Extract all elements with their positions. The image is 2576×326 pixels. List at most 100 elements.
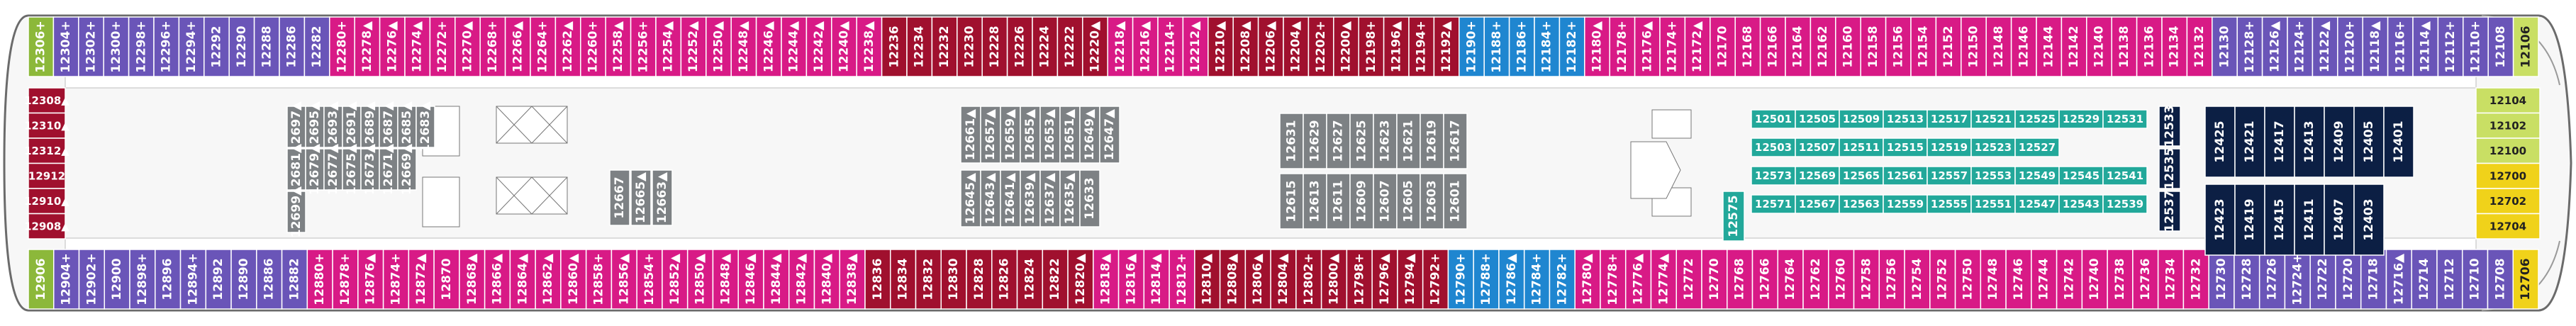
interior-aft-cabin[interactable]: 12663▲ [652, 169, 673, 226]
interior-right-cabin[interactable]: 12411 [2294, 184, 2325, 256]
top-row-cabin[interactable]: 12226 [1006, 16, 1033, 77]
bottom-row-cabin[interactable]: 12804▲ [1270, 249, 1297, 310]
interior-center-cabin[interactable]: 12609 [1349, 173, 1374, 230]
top-row-cabin[interactable]: 12144 [2036, 16, 2063, 77]
bottom-row-cabin[interactable]: 12794▲ [1397, 249, 1424, 310]
bottom-row-cabin[interactable]: 12850▲ [686, 249, 714, 310]
bottom-row-cabin[interactable]: 12880+ [306, 249, 333, 310]
top-row-cabin[interactable]: 12112+ [2437, 16, 2464, 77]
interior-center-cabin[interactable]: 12619 [1420, 113, 1444, 169]
interior-center-cabin[interactable]: 12625 [1349, 113, 1374, 169]
interior-aft-cabin[interactable]: 12665▲ [630, 169, 652, 226]
bottom-row-cabin[interactable]: 12774▲ [1650, 249, 1677, 310]
interior-center-cabin[interactable]: 12629 [1303, 113, 1327, 169]
bottom-row-cabin[interactable]: 12778+ [1600, 249, 1627, 310]
bottom-row-cabin[interactable]: 12868▲ [459, 249, 486, 310]
interior-teal-cabin[interactable]: 12553 [1970, 166, 2016, 186]
interior-right-cabin[interactable]: 12401 [2383, 106, 2414, 178]
interior-mid-cabin[interactable]: 12655▲ [1020, 106, 1041, 164]
top-row-cabin[interactable]: 12276▲ [379, 16, 406, 77]
top-row-cabin[interactable]: 12224 [1032, 16, 1059, 77]
top-row-cabin[interactable]: 12194+ [1408, 16, 1435, 77]
interior-aft-cabin[interactable]: 12667 [609, 169, 630, 226]
bottom-row-cabin[interactable]: 12816▲ [1117, 249, 1145, 310]
bottom-row-cabin[interactable]: 12844▲ [763, 249, 790, 310]
interior-right-cabin[interactable]: 12405 [2353, 106, 2385, 178]
left-column-cabin[interactable]: 12910▲ [24, 188, 69, 215]
interior-right-cabin[interactable]: 12419 [2234, 184, 2265, 256]
bottom-row-cabin[interactable]: 12706 [2512, 249, 2539, 310]
top-row-cabin[interactable]: 12186+ [1508, 16, 1535, 77]
bottom-row-cabin[interactable]: 12730 [2208, 249, 2235, 310]
bottom-row-cabin[interactable]: 12822 [1042, 249, 1069, 310]
interior-aft-cabin[interactable]: 12673▲ [360, 143, 380, 195]
bottom-row-cabin[interactable]: 12738 [2107, 249, 2134, 310]
bottom-row-cabin[interactable]: 12768 [1727, 249, 1753, 310]
top-row-cabin[interactable]: 12106 [2512, 16, 2539, 77]
top-row-cabin[interactable]: 12302+ [78, 16, 104, 77]
interior-aft-cabin[interactable]: 12691▲ [342, 101, 362, 152]
interior-teal-cabin[interactable]: 12555 [1927, 194, 1972, 214]
bottom-row-cabin[interactable]: 12812+ [1169, 249, 1195, 310]
bottom-row-cabin[interactable]: 12792+ [1422, 249, 1449, 310]
interior-aft-cabin[interactable]: 12697▲ [286, 101, 306, 152]
bottom-row-cabin[interactable]: 12842▲ [788, 249, 815, 310]
interior-center-cabin[interactable]: 12617 [1443, 113, 1468, 169]
top-row-cabin[interactable]: 12198+ [1358, 16, 1385, 77]
bottom-row-cabin[interactable]: 12710 [2461, 249, 2489, 310]
bottom-row-cabin[interactable]: 12832 [915, 249, 942, 310]
bottom-row-cabin[interactable]: 12876▲ [357, 249, 384, 310]
top-row-cabin[interactable]: 12150 [1961, 16, 1987, 77]
bottom-row-cabin[interactable]: 12802+ [1295, 249, 1322, 310]
bottom-row-cabin[interactable]: 12858+ [585, 249, 613, 310]
bottom-row-cabin[interactable]: 12894+ [179, 249, 207, 310]
top-row-cabin[interactable]: 12222 [1056, 16, 1083, 77]
interior-teal-cabin[interactable]: 12541 [2102, 166, 2148, 186]
top-row-cabin[interactable]: 12158 [1860, 16, 1887, 77]
left-column-cabin[interactable]: 12908▲ [24, 213, 69, 240]
bottom-row-cabin[interactable]: 12718 [2360, 249, 2387, 310]
top-row-cabin[interactable]: 12212▲ [1182, 16, 1209, 77]
top-row-cabin[interactable]: 12128+ [2236, 16, 2263, 77]
bottom-row-cabin[interactable]: 12900 [104, 249, 130, 310]
top-row-cabin[interactable]: 12214+ [1157, 16, 1184, 77]
top-row-cabin[interactable]: 12124+ [2287, 16, 2314, 77]
bottom-row-cabin[interactable]: 12764 [1777, 249, 1804, 310]
interior-center-cabin[interactable]: 12601 [1443, 173, 1468, 230]
interior-mid-cabin[interactable]: 12645▲ [960, 169, 981, 227]
top-row-cabin[interactable]: 12206▲ [1257, 16, 1284, 77]
top-row-cabin[interactable]: 12304+ [52, 16, 79, 77]
bottom-row-cabin[interactable]: 12728 [2234, 249, 2260, 310]
bottom-row-cabin[interactable]: 12740 [2081, 249, 2108, 310]
interior-teal-cabin[interactable]: 12507 [1795, 137, 1840, 157]
interior-mid-cabin[interactable]: 12649▲ [1079, 106, 1100, 164]
top-row-cabin[interactable]: 12126▲ [2261, 16, 2288, 77]
top-row-cabin[interactable]: 12240▲ [831, 16, 857, 77]
bottom-row-cabin[interactable]: 12870 [433, 249, 460, 310]
top-row-cabin[interactable]: 12138 [2111, 16, 2138, 77]
interior-teal-cabin[interactable]: 12575 [1722, 191, 1745, 242]
top-row-cabin[interactable]: 12210▲ [1208, 16, 1234, 77]
interior-aft-cabin[interactable]: 12695▲ [305, 101, 325, 152]
bottom-row-cabin[interactable]: 12874+ [382, 249, 410, 310]
top-row-cabin[interactable]: 12238▲ [856, 16, 883, 77]
bottom-row-cabin[interactable]: 12808▲ [1219, 249, 1247, 310]
top-row-cabin[interactable]: 12108 [2487, 16, 2514, 77]
bottom-row-cabin[interactable]: 12856▲ [610, 249, 637, 310]
top-row-cabin[interactable]: 12148 [1985, 16, 2012, 77]
top-row-cabin[interactable]: 12140 [2086, 16, 2112, 77]
interior-aft-cabin[interactable]: 12675▲ [342, 143, 362, 195]
interior-teal-cabin[interactable]: 12523 [1970, 137, 2016, 157]
bottom-row-cabin[interactable]: 12860▲ [560, 249, 587, 310]
interior-teal-cabin[interactable]: 12509 [1839, 109, 1884, 129]
interior-right-cabin[interactable]: 12417 [2264, 106, 2295, 178]
bottom-row-cabin[interactable]: 12756 [1878, 249, 1905, 310]
top-row-cabin[interactable]: 12202+ [1307, 16, 1334, 77]
interior-right-cabin[interactable]: 12413 [2294, 106, 2325, 178]
interior-navy-cabin[interactable]: 12535 [2158, 147, 2181, 190]
bottom-row-cabin[interactable]: 12906 [28, 249, 55, 310]
interior-center-cabin[interactable]: 12621 [1396, 113, 1421, 169]
bottom-row-cabin[interactable]: 12770 [1701, 249, 1728, 310]
interior-teal-cabin[interactable]: 12511 [1839, 137, 1884, 157]
bottom-row-cabin[interactable]: 12814▲ [1143, 249, 1170, 310]
